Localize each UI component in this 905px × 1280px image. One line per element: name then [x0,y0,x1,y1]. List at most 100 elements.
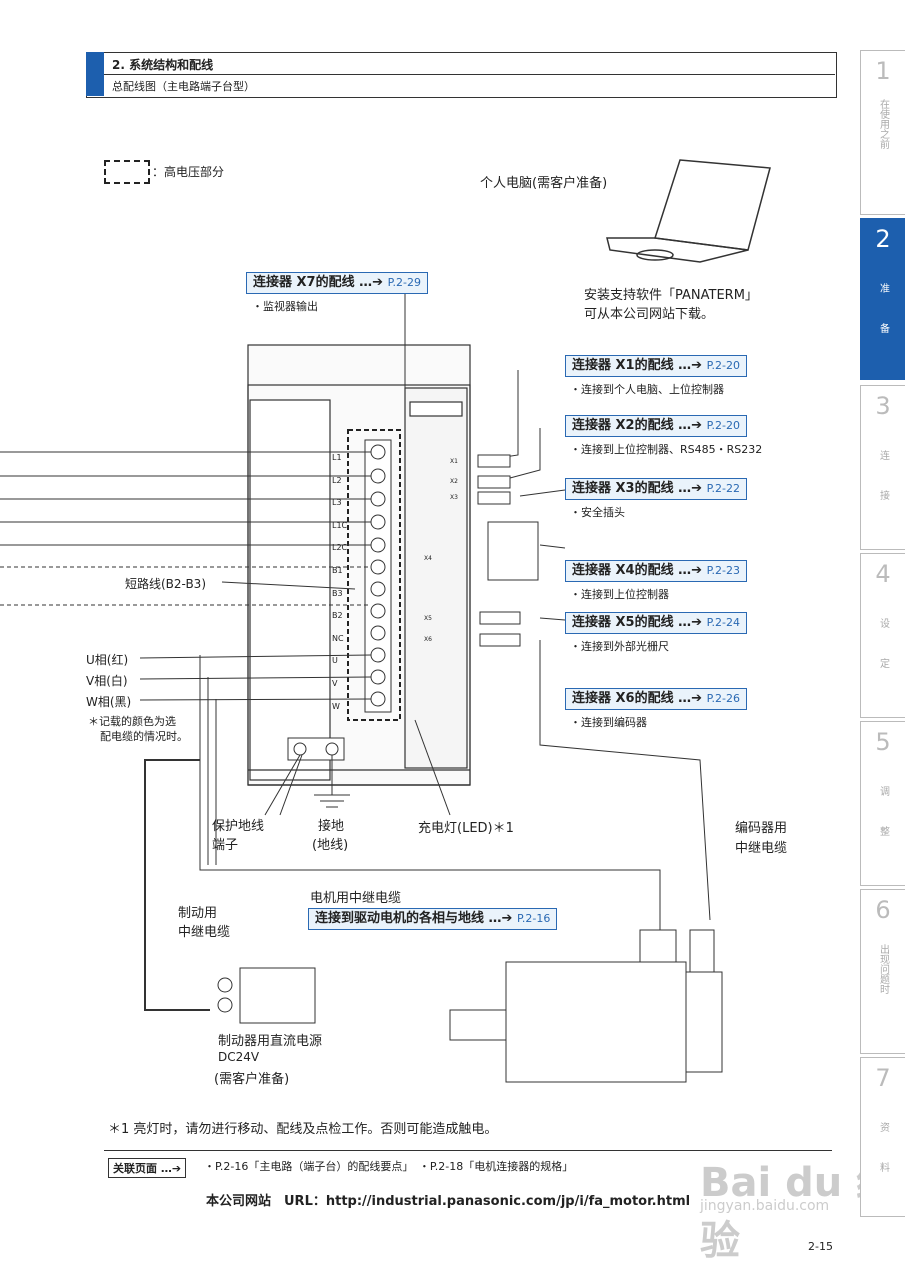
terminal-u: U [332,656,338,666]
arrow-icon: …➔ [678,615,703,630]
port-x4-label: X4 [424,555,432,562]
connector-x7-box[interactable]: 连接器 X7的配线 …➔ P.2-29 [246,272,428,294]
connector-x4-ref[interactable]: P.2-23 [706,564,740,577]
connector-x6-box[interactable]: 连接器 X6的配线 …➔ P.2-26 [565,688,747,710]
arrow-icon: …➔ [678,418,703,433]
baidu-watermark-url: jingyan.baidu.com [700,1198,830,1214]
arrow-icon: …➔ [678,481,703,496]
terminal-nc: NC [332,633,344,643]
tab-6[interactable]: 6 出现问题时 [860,889,905,1054]
section-subtitle: 总配线图（主电路端子台型） [112,80,255,93]
connector-x6-ref[interactable]: P.2-26 [706,692,740,705]
connector-x5-box[interactable]: 连接器 X5的配线 …➔ P.2-24 [565,612,747,634]
arrow-icon: …➔ [160,1162,182,1175]
tab-1[interactable]: 1 在使用之前 [860,50,905,215]
connector-x2-ref[interactable]: P.2-20 [706,419,740,432]
connector-x7-ref[interactable]: P.2-29 [387,276,421,289]
ground-terminal-label-1: 保护地线 [212,819,265,834]
terminal-l2: L2 [332,475,342,485]
tab-1-label: 在使用之前 [877,99,889,149]
terminal-l1c: L1C [332,520,348,530]
short-line-label: 短路线(B2-B3) [125,577,207,591]
connector-x5-title: 连接器 X5的配线 [572,615,674,630]
motor-link-ref[interactable]: P.2-16 [516,912,551,925]
footnote: ＊1 亮灯时，请勿进行移动、配线及点检工作。否则可能造成触电。 [108,1122,498,1137]
tab-5-number: 5 [875,728,891,756]
tab-7-number: 7 [875,1064,891,1092]
terminal-v: V [332,678,338,688]
brake-psu-label-3: (需客户准备) [214,1072,290,1087]
motor-link-title: 连接到驱动电机的各相与地线 [315,911,485,926]
laptop-icon [606,159,771,263]
arrow-icon: …➔ [678,691,703,706]
connector-x3-box[interactable]: 连接器 X3的配线 …➔ P.2-22 [565,478,747,500]
port-x1-label: X1 [450,458,458,465]
section-header-divider [104,74,835,75]
terminal-w: W [332,701,340,711]
website-url[interactable]: 本公司网站 URL：http://industrial.panasonic.co… [206,1194,691,1209]
connector-x7-title: 连接器 X7的配线 [253,275,355,290]
connector-x6-title: 连接器 X6的配线 [572,691,674,706]
terminal-block [364,439,392,713]
tab-4-label: 设定 [877,618,889,698]
connector-x1-ref[interactable]: P.2-20 [706,359,740,372]
brake-cable-label-1: 制动用 [178,906,218,921]
section-header-accent [86,52,104,96]
encoder-cable-label-2: 中继电缆 [735,841,788,856]
color-note-2: 配电缆的情况时。 [100,730,188,743]
servo-driver [247,344,471,786]
u-phase-label: U相(红) [86,653,129,667]
page-number: 2-15 [808,1240,833,1253]
tab-2[interactable]: 2 准备 [860,218,905,380]
high-voltage-legend-icon [104,160,150,184]
connector-x3-ref[interactable]: P.2-22 [706,482,740,495]
connector-x4-box[interactable]: 连接器 X4的配线 …➔ P.2-23 [565,560,747,582]
high-voltage-legend-text: ：高电压部分 [152,165,225,179]
brake-psu-label-1: 制动器用直流电源 [218,1034,323,1049]
arrow-icon: …➔ [678,563,703,578]
motor-cable-label: 电机用中继电缆 [310,891,402,906]
tab-2-number: 2 [875,225,891,253]
tab-4[interactable]: 4 设定 [860,553,905,718]
connector-x1-box[interactable]: 连接器 X1的配线 …➔ P.2-20 [565,355,747,377]
tab-3[interactable]: 3 连接 [860,385,905,550]
motor-link-box[interactable]: 连接到驱动电机的各相与地线 …➔ P.2-16 [308,908,558,930]
terminal-l2c: L2C [332,543,348,553]
tab-5-label: 调整 [877,786,889,866]
brake-cable-label-2: 中继电缆 [178,925,231,940]
related-pages-text: 关联页面 [113,1162,157,1175]
arrow-icon: …➔ [359,275,384,290]
port-x3-label: X3 [450,494,458,501]
pc-note-1: 安装支持软件「PANATERM」 [584,288,758,303]
terminal-labels: L1 L2 L3 L1C L2C B1 B3 B2 NC U V W [332,447,347,718]
w-phase-label: W相(黑) [86,695,132,709]
connector-x2-box[interactable]: 连接器 X2的配线 …➔ P.2-20 [565,415,747,437]
connector-x7-note: ・监视器输出 [252,300,318,313]
tab-3-number: 3 [875,392,891,420]
related-pages-links[interactable]: ・P.2-16「主电路（端子台）的配线要点」 ・P.2-18「电机连接器的规格」 [204,1160,574,1173]
connector-x2-note: ・连接到上位控制器、RS485・RS232 [570,443,763,456]
port-x2-label: X2 [450,478,458,485]
terminal-b2: B2 [332,611,343,621]
ground-terminal-label-2: 端子 [212,838,239,853]
tab-7[interactable]: 7 资料 [860,1057,905,1217]
arrow-icon: …➔ [678,358,703,373]
earth-label-1: 接地 [318,819,345,834]
connector-x5-note: ・连接到外部光栅尺 [570,640,669,653]
tab-6-number: 6 [875,896,891,924]
brake-psu-label-2: DC24V [218,1050,260,1064]
connector-x1-title: 连接器 X1的配线 [572,358,674,373]
pc-label: 个人电脑(需客户准备) [480,176,608,191]
connector-x4-title: 连接器 X4的配线 [572,563,674,578]
encoder-cable-label-1: 编码器用 [735,821,788,836]
connector-x4-note: ・连接到上位控制器 [570,588,669,601]
charge-lamp-label: 充电灯(LED)＊1 [418,821,514,836]
section-title: 2. 系统结构和配线 [112,58,214,72]
related-pages-label: 关联页面 …➔ [108,1158,187,1178]
connector-x5-ref[interactable]: P.2-24 [706,616,740,629]
port-x5-label: X5 [424,615,432,622]
tab-5[interactable]: 5 调整 [860,721,905,886]
arrow-icon: …➔ [488,911,513,926]
v-phase-label: V相(白) [86,674,128,688]
terminal-l1: L1 [332,453,342,462]
